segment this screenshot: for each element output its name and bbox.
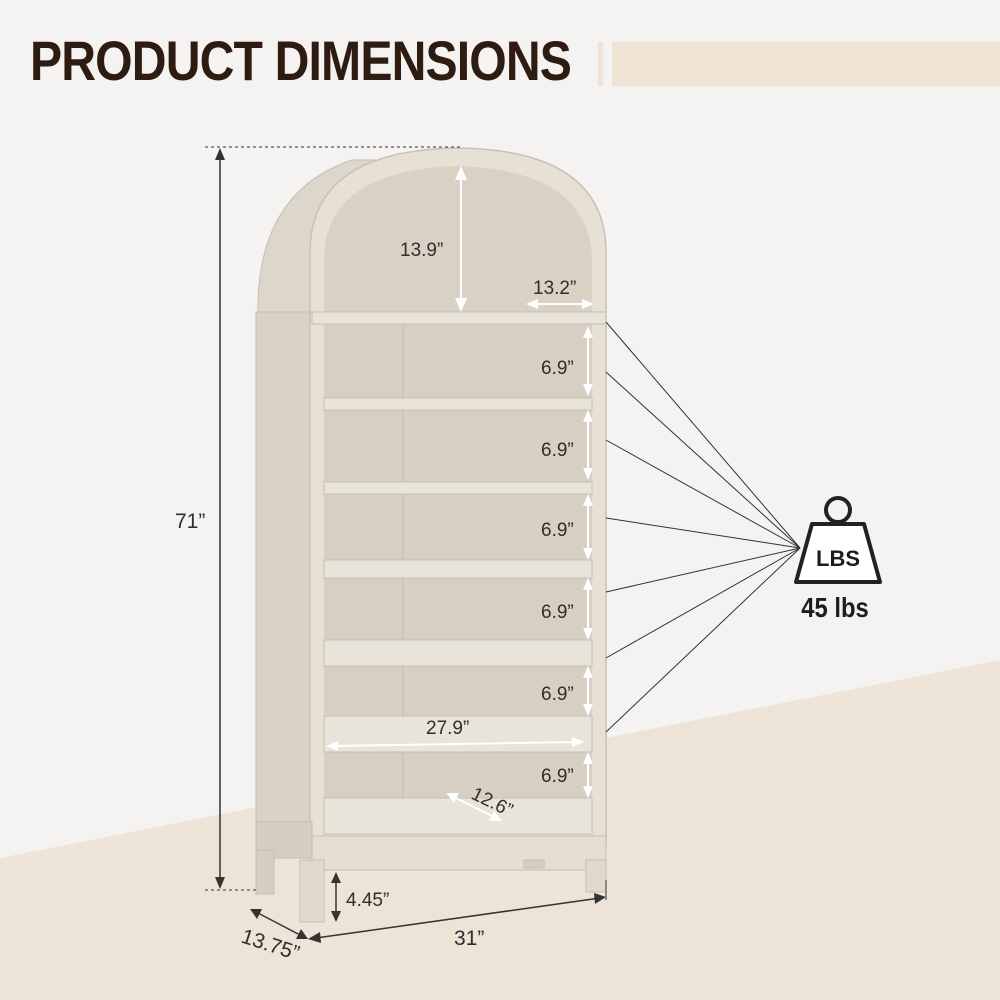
shelf (323, 481, 593, 495)
shelf-gap-arrows (583, 326, 593, 798)
shelf-width-dimension (326, 737, 584, 751)
bookshelf-leg (523, 859, 545, 869)
weight-icon-label: LBS (816, 546, 860, 571)
shelf (323, 559, 593, 579)
shelf-gap-label: 6.9” (541, 602, 574, 623)
shelf-top (311, 311, 607, 325)
bookshelf-base (309, 835, 607, 871)
arch-height-label: 13.9” (400, 240, 443, 261)
shelf-gap-label: 6.9” (541, 520, 574, 541)
weight-leader-lines (605, 321, 801, 733)
depth-dimension (250, 909, 308, 939)
leg-height-label: 4.45” (346, 890, 389, 911)
arch-depth-label: 13.2” (533, 278, 576, 299)
weight-icon: LBS (794, 496, 882, 584)
width-label: 31” (454, 927, 484, 950)
page-title: PRODUCT DIMENSIONS (30, 29, 572, 92)
weight-capacity: 45 lbs (801, 592, 869, 623)
leg-height-dimension (331, 872, 341, 922)
shelf-width-label: 27.9” (426, 718, 469, 739)
title-accent-tick (598, 42, 603, 86)
arch-height-dimension (455, 166, 467, 312)
bookshelf (255, 147, 607, 923)
bookshelf-leg (299, 859, 325, 923)
title-accent-bar (612, 42, 1000, 86)
shelf (323, 397, 593, 411)
bookshelf-leg (255, 849, 275, 895)
shelf-gap-label: 6.9” (541, 440, 574, 461)
bookshelf-arch-cavity (324, 166, 592, 316)
arch-depth-dimension (526, 299, 594, 309)
shelf (323, 797, 593, 835)
bookshelf-leg (585, 859, 607, 893)
shelf-gap-label: 6.9” (541, 684, 574, 705)
width-dimension (308, 880, 607, 943)
shelf-depth-dimension (446, 793, 502, 821)
shelf-gap-label: 6.9” (541, 358, 574, 379)
shelf-gap-label: 6.9” (541, 766, 574, 787)
shelf (323, 639, 593, 667)
height-label: 71” (175, 510, 205, 533)
height-dimension (205, 146, 460, 891)
